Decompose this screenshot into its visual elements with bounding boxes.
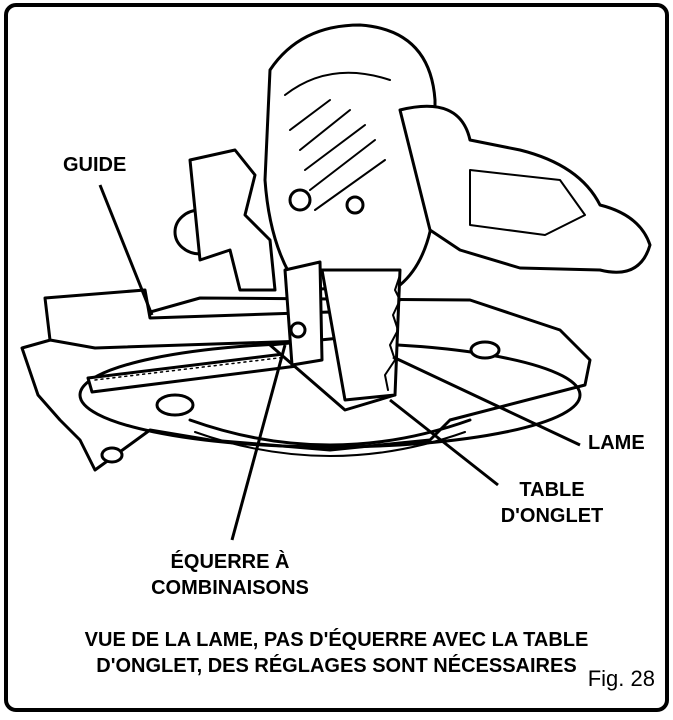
- miter-scale: [188, 418, 472, 447]
- lame-label: LAME: [588, 432, 645, 454]
- guide-label: GUIDE: [63, 154, 127, 176]
- caption-line1: VUE DE LA LAME, PAS D'ÉQUERRE AVEC LA TA…: [84, 629, 589, 651]
- table-label-line1: TABLE: [519, 479, 585, 501]
- equerre-leader: [230, 344, 287, 541]
- table-leader: [389, 398, 499, 487]
- caption-line2: D'ONGLET, DES RÉGLAGES SONT NÉCESSAIRES: [96, 655, 577, 677]
- blade-guard: [263, 23, 437, 292]
- equerre-label-line1: ÉQUERRE À: [170, 551, 290, 573]
- table-label-line2: D'ONGLET: [500, 505, 604, 527]
- guide-leader: [98, 184, 154, 316]
- equerre-label-line2: COMBINAISONS: [151, 577, 309, 599]
- lame-leader: [392, 355, 581, 447]
- blade: [320, 268, 402, 402]
- figure-number: Fig. 28: [587, 666, 655, 691]
